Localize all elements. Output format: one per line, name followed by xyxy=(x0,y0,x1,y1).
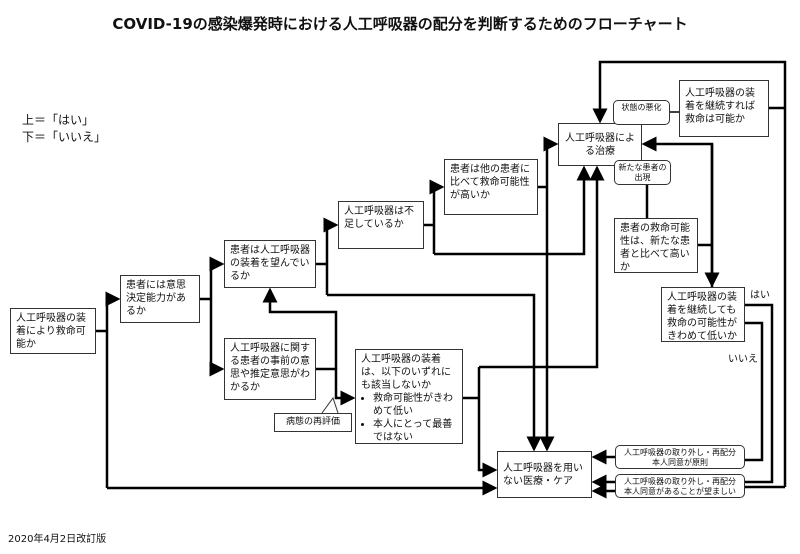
withdraw-line1: 人工呼吸器の取り外し・再配分 xyxy=(624,448,736,457)
event-new-patient: 新たな患者の出現 xyxy=(614,160,671,185)
none-apply-item: 本人にとって最善ではない xyxy=(373,418,457,444)
node-no-ventilator-care: 人工呼吸器を用いない医療・ケア xyxy=(497,451,592,498)
node-ventilator-treatment: 人工呼吸器による治療 xyxy=(558,123,642,166)
node-withdraw-consent-desired: 人工呼吸器の取り外し・再配分 本人同意があることが望ましい xyxy=(615,474,745,498)
node-compare-new: 患者の救命可能性は、新たな患者と比べて高いか xyxy=(614,218,698,273)
none-apply-item: 救命可能性がきわめて低い xyxy=(373,392,457,418)
withdraw-line2: 本人同意が原則 xyxy=(652,458,708,467)
node-prior-will: 人工呼吸器に関する患者の事前の意思や推定意思がわかるか xyxy=(224,338,316,400)
node-capacity: 患者には意思決定能力があるか xyxy=(120,275,200,323)
node-very-low: 人工呼吸器の装着を継続しても救命の可能性がきわめて低いか xyxy=(661,287,745,342)
node-continue-survive: 人工呼吸器の装着を継続すれば救命は可能か xyxy=(679,80,769,137)
page-title: COVID-19の感染爆発時における人工呼吸器の配分を判断するためのフローチャー… xyxy=(112,15,688,33)
node-shortage: 人工呼吸器は不足しているか xyxy=(338,201,424,249)
node-higher-survival: 患者は他の患者に比べて救命可能性が高いか xyxy=(444,159,538,215)
event-worsening: 状態の悪化 xyxy=(613,100,670,125)
node-survivable: 人工呼吸器の装着により救命可能か xyxy=(10,308,96,354)
node-none-apply: 人工呼吸器の装着は、以下のいずれにも該当しないか 救命可能性がきわめて低い 本人… xyxy=(355,349,463,444)
footer-revision: 2020年4月2日改訂版 xyxy=(8,534,107,545)
callout-reevaluate: 病態の再評価 xyxy=(274,413,352,432)
withdraw-line2: 本人同意があることが望ましい xyxy=(624,487,736,496)
label-no: いいえ xyxy=(728,354,758,365)
none-apply-question: 人工呼吸器の装着は、以下のいずれにも該当しないか xyxy=(361,354,451,391)
legend-no: 下＝「いいえ」 xyxy=(22,130,107,144)
legend-yes: 上＝「はい」 xyxy=(22,113,95,127)
node-wants-ventilator: 患者は人工呼吸器の装着を望んでいるか xyxy=(224,240,316,288)
label-yes: はい xyxy=(750,290,770,301)
node-withdraw-consent-required: 人工呼吸器の取り外し・再配分 本人同意が原則 xyxy=(615,445,745,469)
withdraw-line1: 人工呼吸器の取り外し・再配分 xyxy=(624,477,736,486)
